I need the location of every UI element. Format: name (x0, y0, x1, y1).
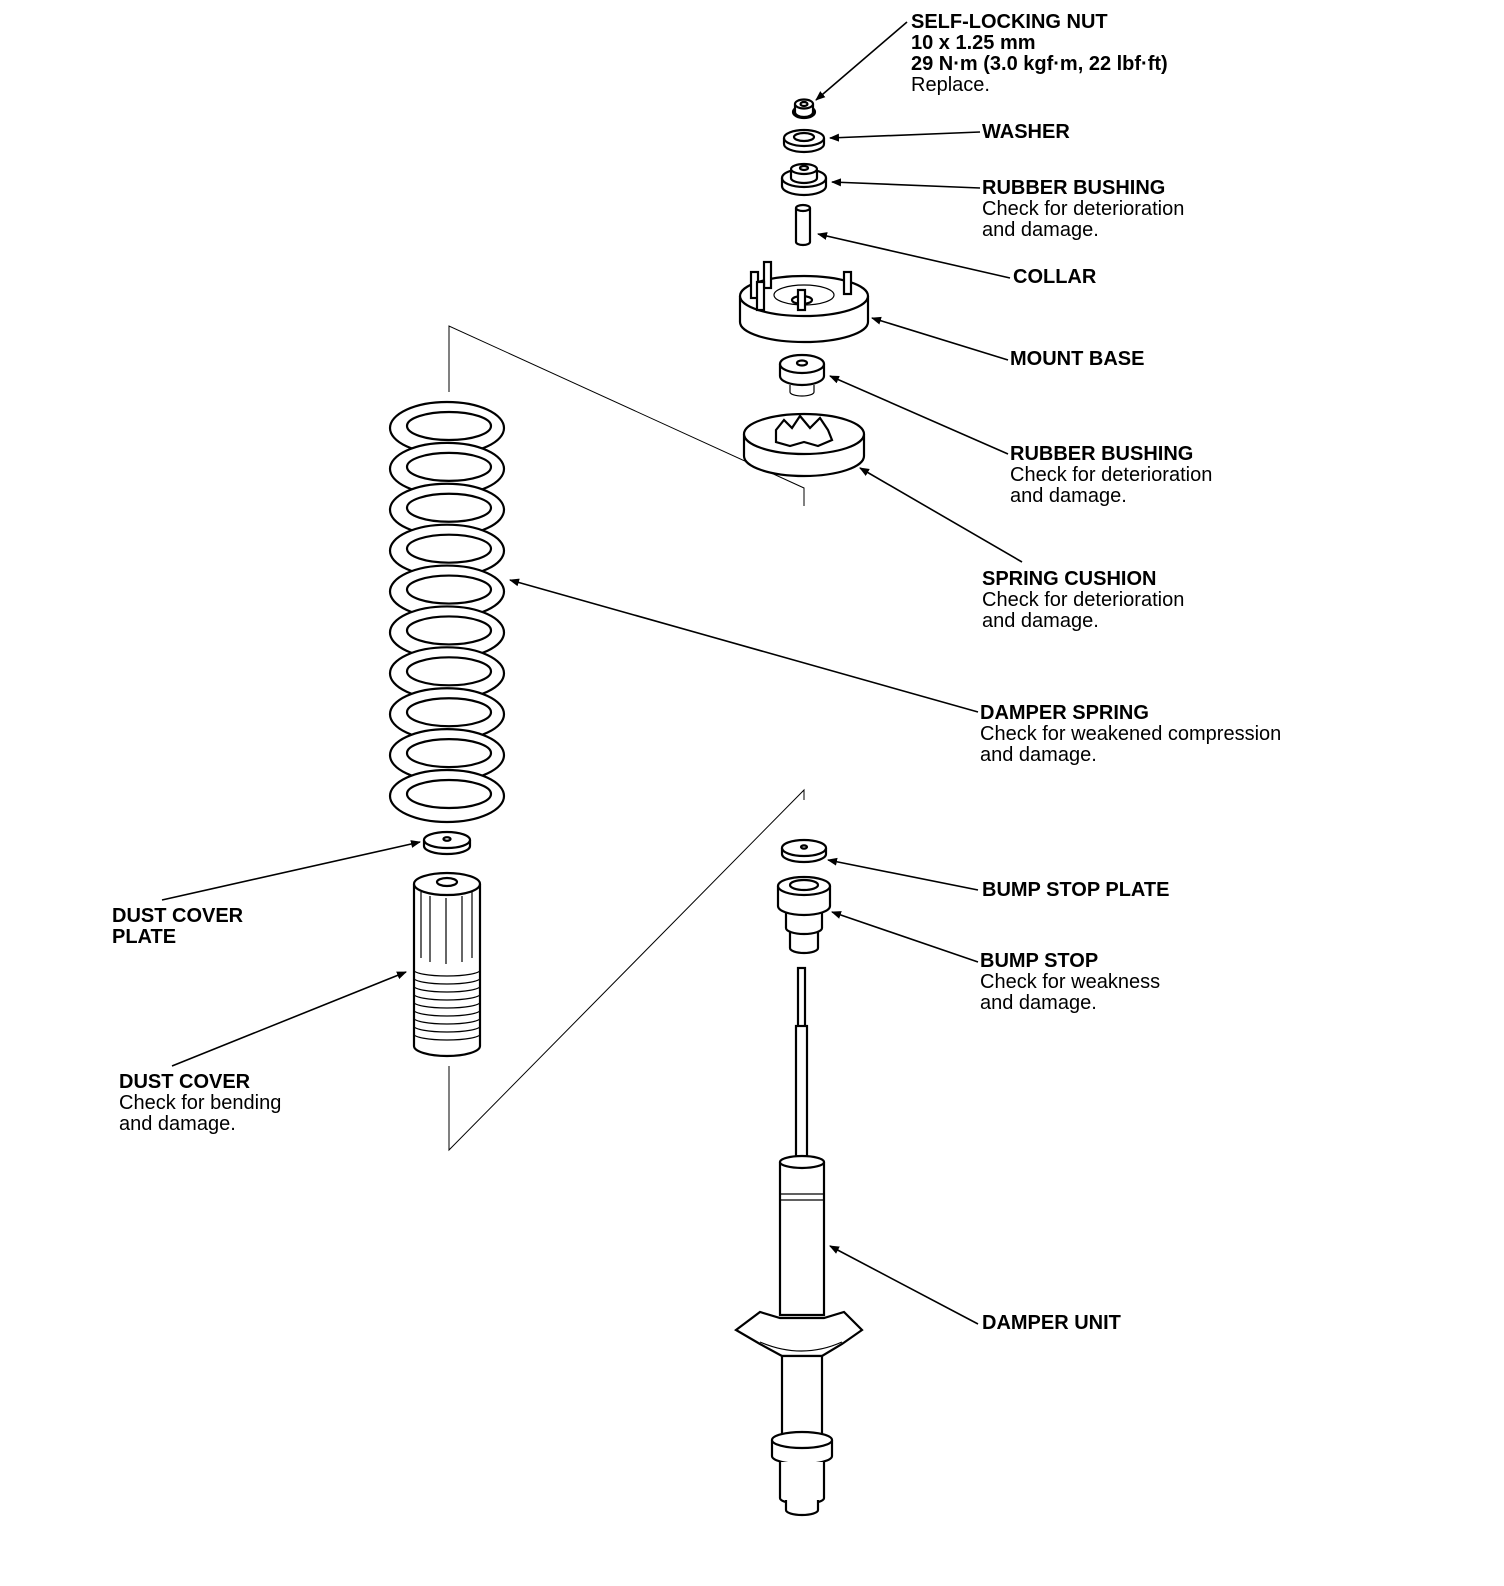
dust-cover-rib (413, 1017, 481, 1025)
bump-stop-label: BUMP STOP Check for weakness and damage. (980, 951, 1160, 1014)
damper-spring-label: DAMPER SPRING Check for weakened compres… (980, 703, 1281, 766)
dust-cover-rib (413, 985, 481, 993)
dust-cover-rib (413, 993, 481, 1001)
mount-base-part (738, 260, 870, 344)
bump-stop-plate-part (780, 838, 828, 864)
rubber-bushing-upper-title: RUBBER BUSHING (982, 177, 1166, 199)
damper-spring-note-1: Check for weakened compression (980, 723, 1282, 745)
spring-coil-inner (405, 738, 493, 769)
rubber-bushing-upper-part (780, 162, 828, 197)
damper-unit-part (734, 966, 864, 1517)
spring-coil-inner (405, 778, 493, 810)
dust-cover-title: DUST COVER (119, 1071, 251, 1093)
spring-coil-inner (405, 697, 493, 728)
dust-cover-rib (413, 1025, 481, 1033)
self-locking-nut-note: Replace. (911, 74, 990, 96)
self-locking-nut-size: 10 x 1.25 mm (911, 32, 1036, 54)
dust-cover-plate-title-line-2: PLATE (112, 926, 177, 948)
dust-cover-label: DUST COVER Check for bending and damage. (119, 1072, 281, 1135)
dust-cover-note-2: and damage. (119, 1113, 236, 1135)
dust-cover-plate-part (422, 830, 472, 856)
collar-label: COLLAR (1013, 267, 1096, 288)
spring-coil-inner (405, 492, 493, 523)
self-locking-nut-title: SELF-LOCKING NUT (911, 11, 1108, 33)
spring-cushion-note-1: Check for deterioration (982, 589, 1185, 611)
spring-coil-inner (405, 656, 493, 687)
bump-stop-part (776, 875, 832, 955)
dust-cover-part (412, 871, 482, 1058)
rubber-bushing-lower-title: RUBBER BUSHING (1010, 443, 1194, 465)
mount-base-title: MOUNT BASE (1010, 348, 1145, 370)
rubber-bushing-lower-note-2: and damage. (1010, 485, 1127, 507)
rubber-bushing-upper-label: RUBBER BUSHING Check for deterioration a… (982, 178, 1184, 241)
rubber-bushing-lower-note-1: Check for deterioration (1010, 464, 1213, 486)
dust-cover-plate-label: DUST COVER PLATE (112, 906, 243, 948)
spring-coil-inner (405, 451, 493, 482)
self-locking-nut-torque: 29 N·m (3.0 kgf·m, 22 lbf·ft) (911, 53, 1168, 75)
leader-lines (161, 21, 1023, 1325)
spring-coil-inner (405, 533, 493, 564)
dust-cover-note-1: Check for bending (119, 1092, 282, 1114)
dust-cover-plate-title-line-1: DUST COVER (112, 905, 244, 927)
bump-stop-plate-title: BUMP STOP PLATE (982, 879, 1170, 901)
spring-cushion-label: SPRING CUSHION Check for deterioration a… (982, 569, 1184, 632)
rubber-bushing-upper-note-1: Check for deterioration (982, 198, 1185, 220)
rubber-bushing-lower-part (778, 353, 826, 397)
rubber-bushing-lower-label: RUBBER BUSHING Check for deterioration a… (1010, 444, 1212, 507)
spring-cushion-part (742, 412, 866, 478)
spring-coil-inner (405, 615, 493, 646)
assembly-guide-lines (448, 325, 805, 1152)
damper-spring-title: DAMPER SPRING (980, 702, 1149, 724)
spring-cushion-title: SPRING CUSHION (982, 568, 1157, 590)
bump-stop-note-1: Check for weakness (980, 971, 1161, 993)
washer-title: WASHER (982, 121, 1070, 143)
self-locking-nut-label: SELF-LOCKING NUT 10 x 1.25 mm 29 N·m (3.… (911, 12, 1168, 96)
dust-cover-rib (413, 1001, 481, 1009)
bump-stop-plate-label: BUMP STOP PLATE (982, 880, 1169, 901)
dust-cover-rib (413, 1033, 481, 1041)
mount-base-label: MOUNT BASE (1010, 349, 1144, 370)
damper-unit-title: DAMPER UNIT (982, 1312, 1121, 1334)
spring-cushion-note-2: and damage. (982, 610, 1099, 632)
self-locking-nut-part (791, 98, 817, 120)
dust-cover-rib (413, 1009, 481, 1017)
bump-stop-note-2: and damage. (980, 992, 1097, 1014)
collar-part (794, 203, 812, 247)
spring-coil-inner (405, 410, 493, 442)
damper-spring-note-2: and damage. (980, 744, 1097, 766)
damper-spring-part (388, 400, 506, 824)
washer-label: WASHER (982, 122, 1070, 143)
dust-cover-rib (413, 977, 481, 985)
damper-unit-label: DAMPER UNIT (982, 1313, 1121, 1334)
rubber-bushing-upper-note-2: and damage. (982, 219, 1099, 241)
dust-cover-rib (413, 969, 481, 977)
spring-coil-inner (405, 574, 493, 605)
collar-title: COLLAR (1013, 266, 1097, 288)
bump-stop-title: BUMP STOP (980, 950, 1099, 972)
washer-part (782, 128, 826, 154)
